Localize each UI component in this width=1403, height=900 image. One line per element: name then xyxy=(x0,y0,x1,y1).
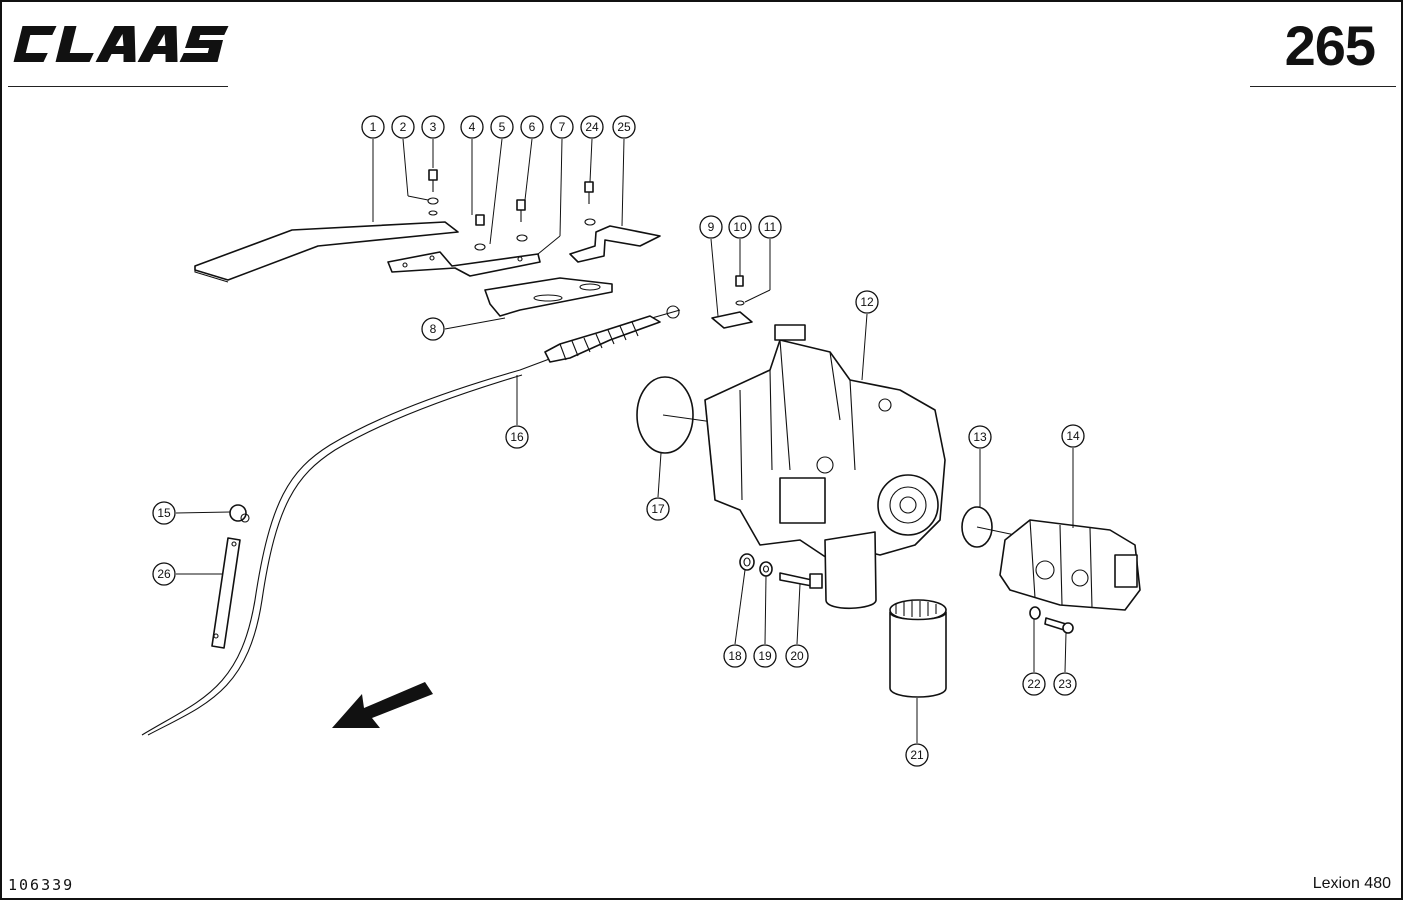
svg-text:24: 24 xyxy=(585,120,599,134)
svg-text:2: 2 xyxy=(400,120,407,134)
drawing-number: 106339 xyxy=(8,876,75,894)
header-rule-right xyxy=(1250,86,1396,87)
lever-bracket xyxy=(484,277,613,317)
pump-bolt xyxy=(779,572,823,589)
svg-text:13: 13 xyxy=(973,430,987,444)
svg-text:20: 20 xyxy=(790,649,804,663)
callout-1: 1 xyxy=(361,115,385,139)
svg-text:3: 3 xyxy=(430,120,437,134)
callout-10: 10 xyxy=(728,215,752,239)
svg-text:21: 21 xyxy=(910,748,924,762)
callout-17: 17 xyxy=(646,497,670,521)
direction-arrow xyxy=(332,682,433,728)
svg-text:6: 6 xyxy=(529,120,536,134)
seal-washers xyxy=(739,553,773,577)
callout-23: 23 xyxy=(1053,672,1077,696)
callout-3: 3 xyxy=(421,115,445,139)
svg-text:9: 9 xyxy=(708,220,715,234)
callout-24: 24 xyxy=(580,115,604,139)
callout-16: 16 xyxy=(505,425,529,449)
svg-text:19: 19 xyxy=(758,649,772,663)
svg-text:8: 8 xyxy=(430,322,437,336)
svg-text:11: 11 xyxy=(764,220,777,234)
callout-11: 11 xyxy=(758,215,782,239)
hydraulic-pump xyxy=(704,324,946,561)
callout-4: 4 xyxy=(460,115,484,139)
mounting-bracket xyxy=(387,251,541,277)
callout-7: 7 xyxy=(550,115,574,139)
svg-text:7: 7 xyxy=(559,120,566,134)
callout-14: 14 xyxy=(1061,424,1085,448)
svg-text:22: 22 xyxy=(1027,677,1041,691)
svg-text:10: 10 xyxy=(733,220,747,234)
callout-26: 26 xyxy=(152,562,176,586)
callout-5: 5 xyxy=(490,115,514,139)
filter-housing xyxy=(824,531,877,610)
gear-pump xyxy=(999,519,1141,611)
callout-8: 8 xyxy=(421,317,445,341)
bolts-and-washers xyxy=(427,169,596,251)
svg-text:14: 14 xyxy=(1066,429,1080,443)
oil-filter xyxy=(889,599,947,698)
callout-20: 20 xyxy=(785,644,809,668)
svg-text:5: 5 xyxy=(499,120,506,134)
callout-21: 21 xyxy=(905,743,929,767)
callout-25: 25 xyxy=(612,115,636,139)
callout-2: 2 xyxy=(391,115,415,139)
callout-19: 19 xyxy=(753,644,777,668)
callout-leaders xyxy=(175,138,1074,743)
svg-text:26: 26 xyxy=(157,567,171,581)
svg-text:23: 23 xyxy=(1058,677,1072,691)
control-cable xyxy=(141,305,681,736)
callout-15: 15 xyxy=(152,501,176,525)
svg-text:12: 12 xyxy=(860,295,874,309)
claas-logo xyxy=(13,26,229,62)
callout-12: 12 xyxy=(855,290,879,314)
callout-22: 22 xyxy=(1022,672,1046,696)
header-rule-left xyxy=(8,86,228,87)
svg-text:1: 1 xyxy=(370,120,377,134)
cable-clip xyxy=(229,504,250,523)
svg-text:4: 4 xyxy=(469,120,476,134)
svg-text:16: 16 xyxy=(510,430,524,444)
svg-text:25: 25 xyxy=(617,120,631,134)
svg-text:17: 17 xyxy=(651,502,665,516)
gear-pump-bolt xyxy=(1044,617,1074,634)
model-name: Lexion 480 xyxy=(1312,875,1391,892)
callout-18: 18 xyxy=(723,644,747,668)
callout-13: 13 xyxy=(968,425,992,449)
support-strap xyxy=(211,537,241,649)
svg-text:15: 15 xyxy=(157,506,171,520)
gear-pump-washer xyxy=(1029,606,1041,620)
bracket-plate xyxy=(194,221,459,283)
page-number: 265 xyxy=(1284,14,1376,77)
callout-6: 6 xyxy=(520,115,544,139)
angle-bracket xyxy=(569,225,661,263)
svg-text:18: 18 xyxy=(728,649,742,663)
callout-9: 9 xyxy=(699,215,723,239)
